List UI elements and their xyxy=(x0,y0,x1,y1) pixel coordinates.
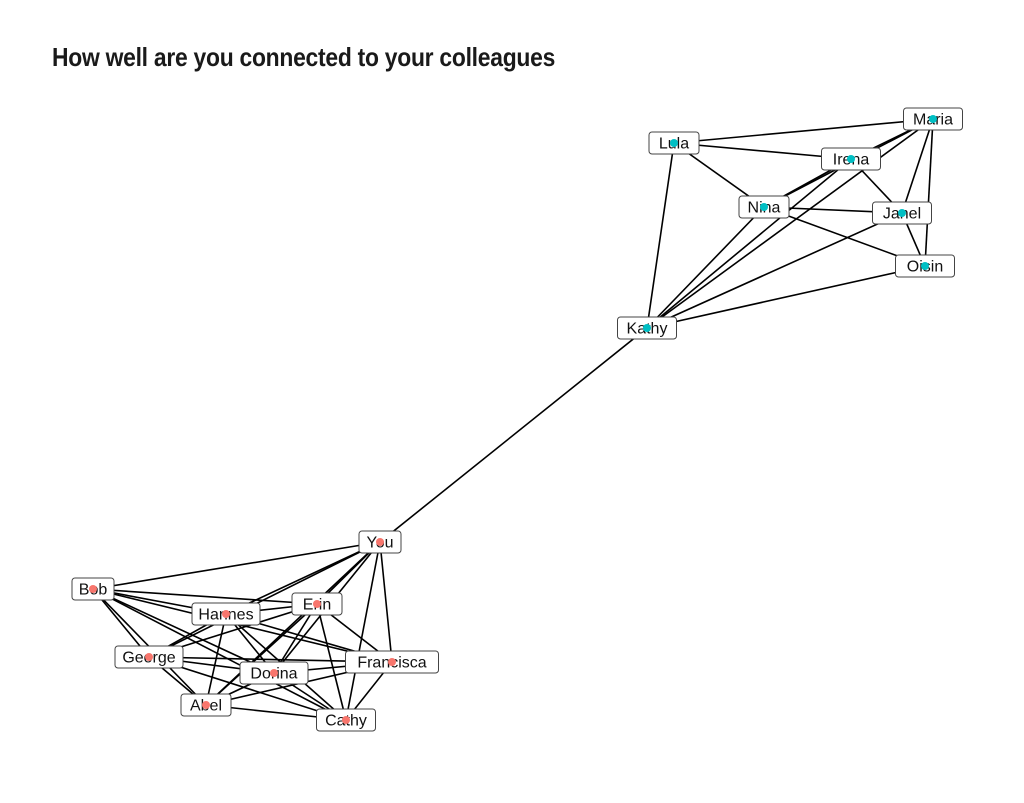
node-point xyxy=(898,209,906,217)
edge-you-kathy xyxy=(379,327,648,543)
edge-kathy-oisin xyxy=(646,265,926,329)
edge-kathy-nina xyxy=(646,206,765,329)
node-kathy: Kathy xyxy=(617,316,677,340)
edge-you-george xyxy=(148,541,381,658)
node-bob: Bob xyxy=(71,577,115,601)
chart-title: How well are you connected to your colle… xyxy=(52,42,556,72)
node-cathy: Cathy xyxy=(316,708,376,732)
node-hannes: Hannes xyxy=(191,602,261,626)
node-dorina: Dorina xyxy=(239,661,309,685)
node-point xyxy=(847,155,855,163)
node-point xyxy=(760,203,768,211)
node-point xyxy=(202,701,210,709)
edge-erin-abel xyxy=(205,603,318,706)
node-irena: Irena xyxy=(821,147,881,171)
node-abel: Abel xyxy=(180,693,232,717)
node-oisin: Oisin xyxy=(895,254,955,278)
edge-lula-maria xyxy=(673,118,934,144)
node-point xyxy=(145,653,153,661)
edge-erin-cathy xyxy=(316,603,347,721)
edge-maria-oisin xyxy=(924,118,934,267)
node-francisca: Francisca xyxy=(345,650,439,674)
edge-kathy-lula xyxy=(646,142,675,329)
node-point xyxy=(270,669,278,677)
node-point xyxy=(89,585,97,593)
edge-kathy-maria xyxy=(646,118,934,329)
node-you: You xyxy=(358,530,402,554)
edge-you-francisca xyxy=(379,541,393,663)
node-janel: Janel xyxy=(872,201,932,225)
nodes-layer: YouBobHannes ErinGeorgeDorina FranciscaAbe… xyxy=(71,107,963,732)
edge-you-cathy xyxy=(345,541,381,721)
node-point xyxy=(376,538,384,546)
node-erin: Erin xyxy=(291,592,343,616)
edge-kathy-janel xyxy=(646,212,903,329)
node-point xyxy=(342,716,350,724)
node-maria: Maria xyxy=(903,107,963,131)
node-point xyxy=(643,324,651,332)
edge-kathy-irena xyxy=(646,158,852,329)
edge-bob-cathy xyxy=(92,588,347,721)
node-nina: Nina xyxy=(738,195,790,219)
node-point xyxy=(921,262,929,270)
edge-bob-erin xyxy=(92,588,318,605)
edge-maria-janel xyxy=(901,118,934,214)
node-point xyxy=(313,600,321,608)
node-point xyxy=(388,658,396,666)
edges-layer xyxy=(92,118,934,721)
node-point xyxy=(222,610,230,618)
node-point xyxy=(670,139,678,147)
edge-you-bob xyxy=(92,541,381,590)
edge-hannes-abel xyxy=(205,613,227,706)
node-george: George xyxy=(114,645,184,669)
node-point xyxy=(929,115,937,123)
node-lula: Lula xyxy=(648,131,700,155)
